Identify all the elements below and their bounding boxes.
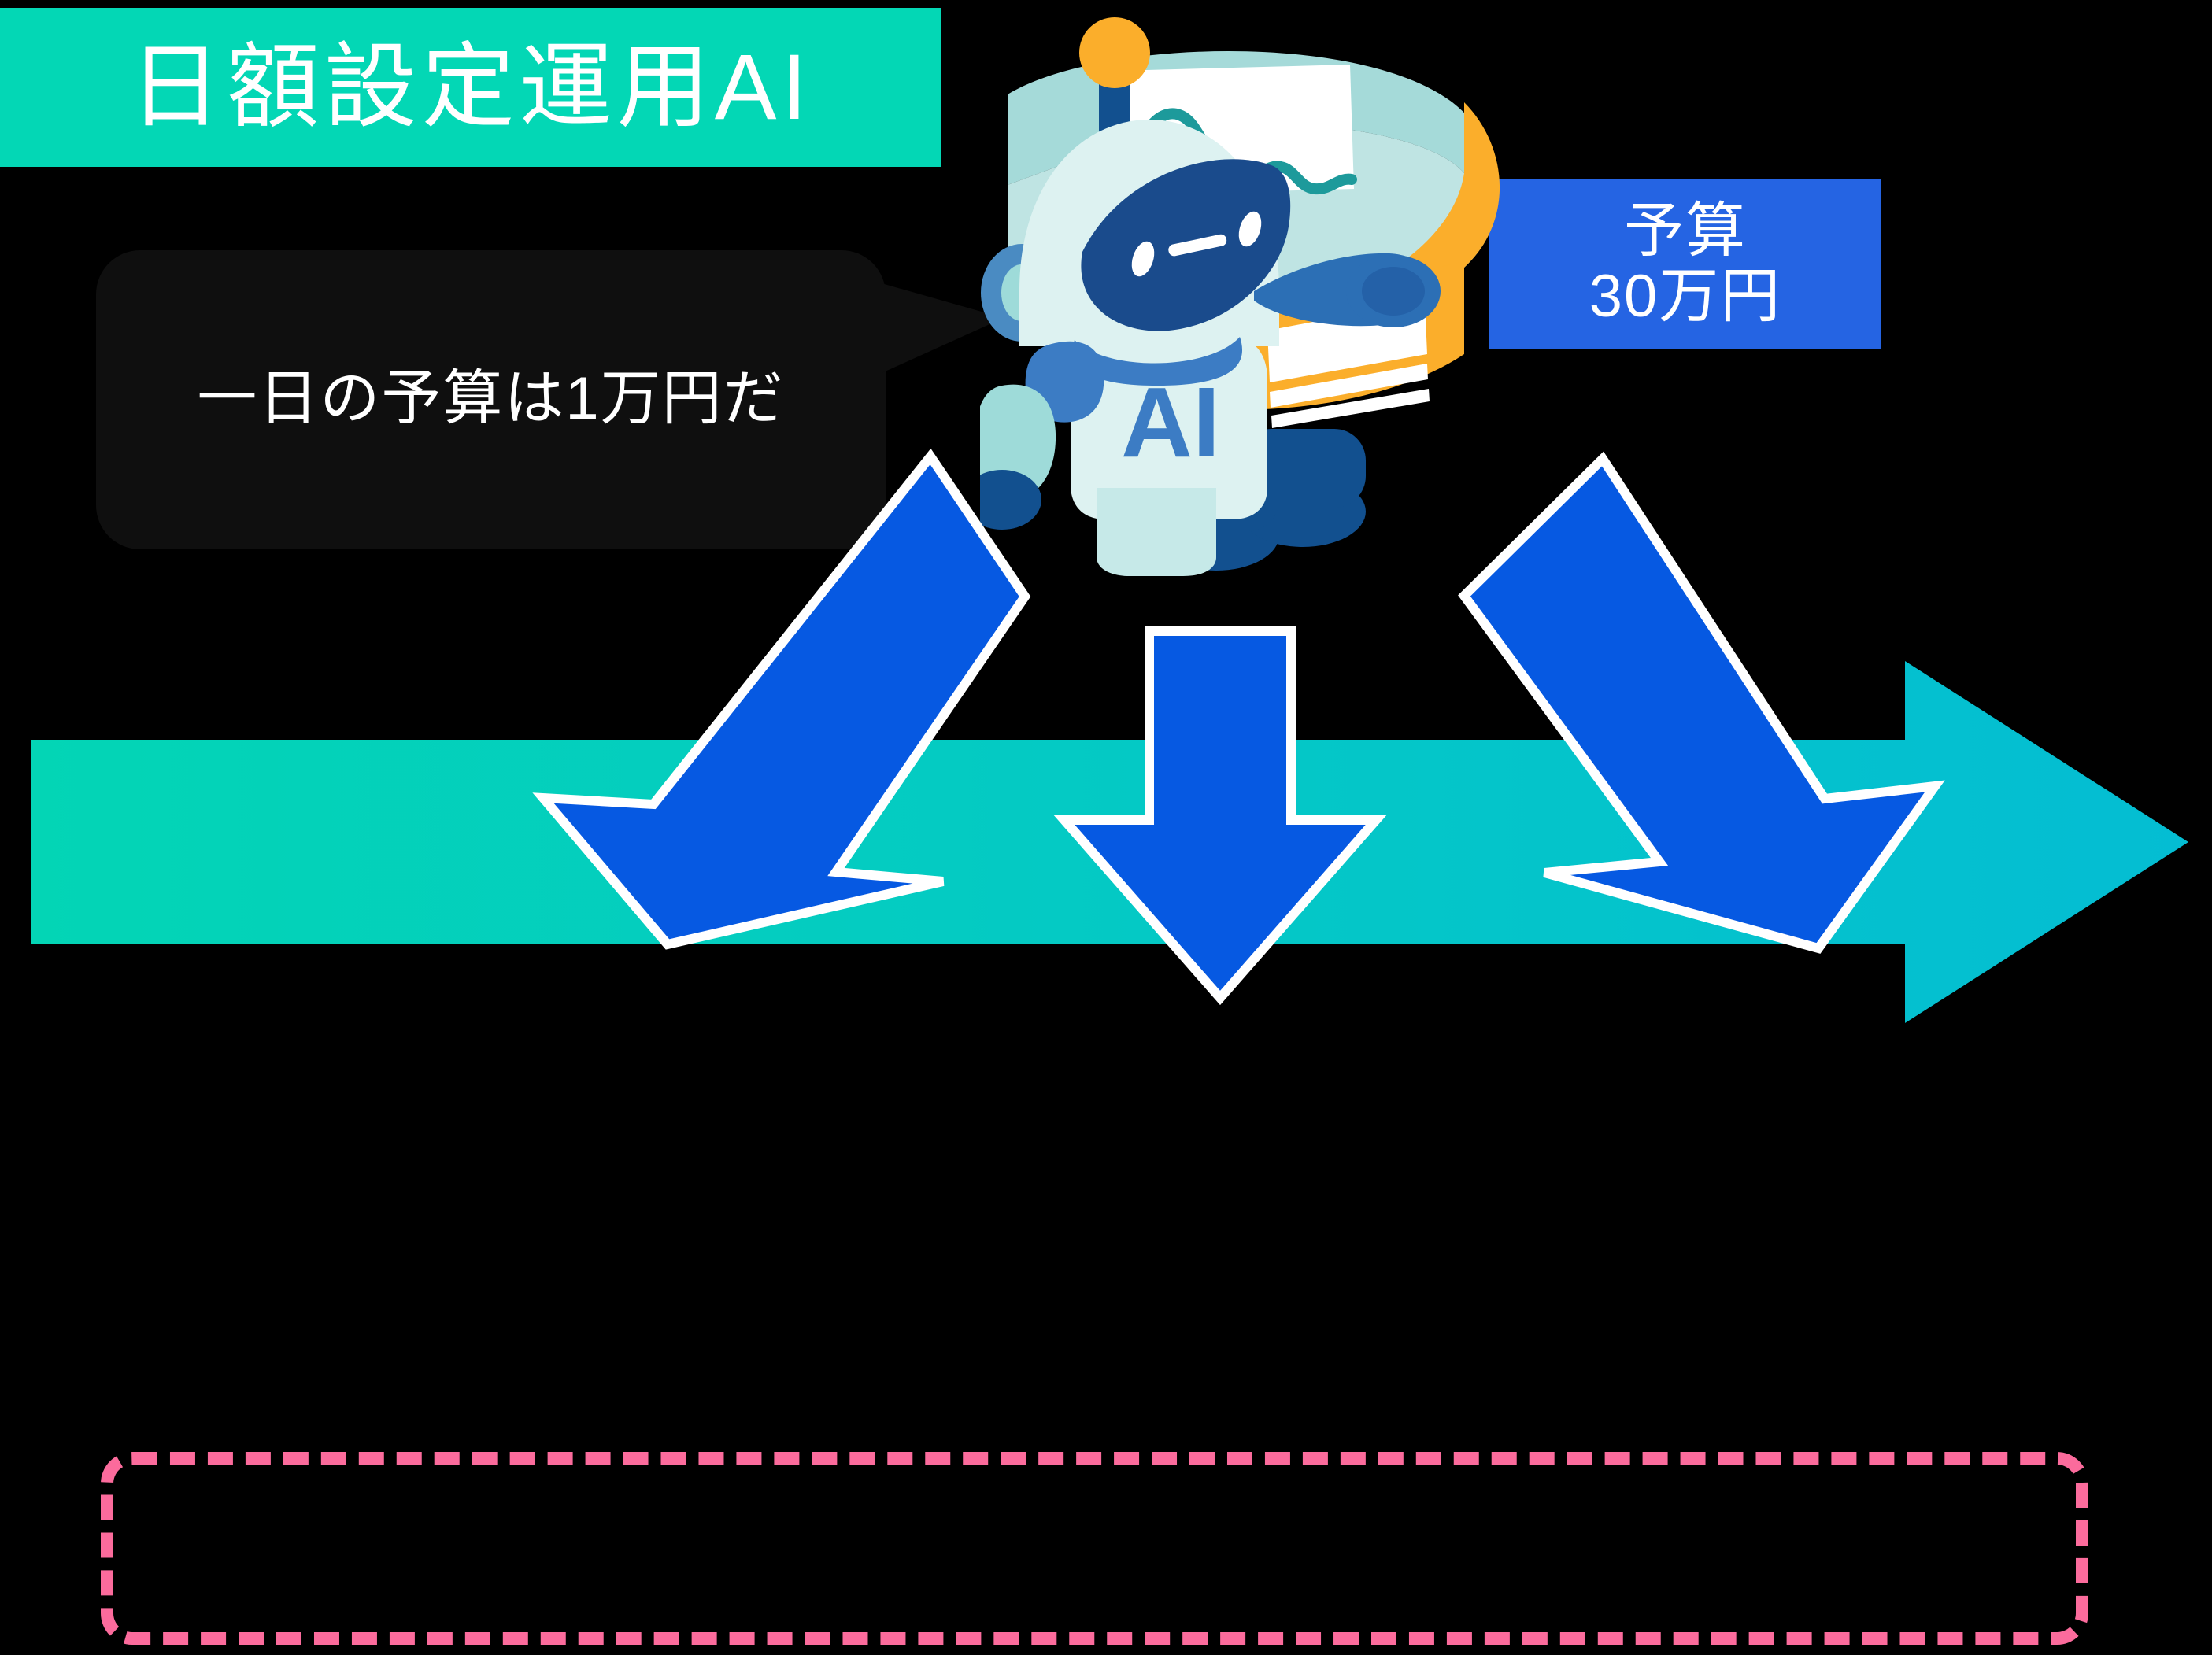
title-banner: 日額設定運用AI bbox=[0, 8, 941, 167]
arrow-down-left-shape bbox=[532, 448, 1031, 950]
page-title: 日額設定運用AI bbox=[128, 35, 812, 139]
robot-eye-left-icon bbox=[1131, 241, 1155, 277]
arrow-down-right-shape bbox=[1458, 451, 1945, 954]
budget-label: 予算 bbox=[1624, 198, 1747, 265]
speech-bubble-text: 一日の予算は1万円だ bbox=[197, 365, 785, 432]
robot-chest-label: AI bbox=[1121, 367, 1220, 478]
budget-box: 予算 30万円 bbox=[1489, 179, 1881, 349]
speech-bubble: 一日の予算は1万円だ bbox=[96, 250, 886, 549]
robot-left-arm-icon bbox=[980, 341, 1104, 530]
robot-right-arm-icon bbox=[1254, 253, 1441, 327]
arrow-down-right bbox=[1448, 451, 1945, 956]
robot-mouth-icon bbox=[1168, 234, 1227, 257]
ai-robot-illustration: AI bbox=[980, 16, 1547, 637]
robot-collar-icon bbox=[1073, 337, 1243, 386]
budget-amount: 30万円 bbox=[1589, 262, 1782, 330]
note-box bbox=[101, 1452, 2088, 1645]
robot-torso-icon bbox=[1071, 338, 1267, 519]
arrow-down-left bbox=[532, 448, 1031, 950]
arrow-down-shape bbox=[1053, 626, 1387, 1006]
antenna-ball-icon bbox=[1079, 17, 1150, 88]
robot-eye-right-icon bbox=[1238, 211, 1262, 247]
arrow-down bbox=[1053, 622, 1387, 1007]
